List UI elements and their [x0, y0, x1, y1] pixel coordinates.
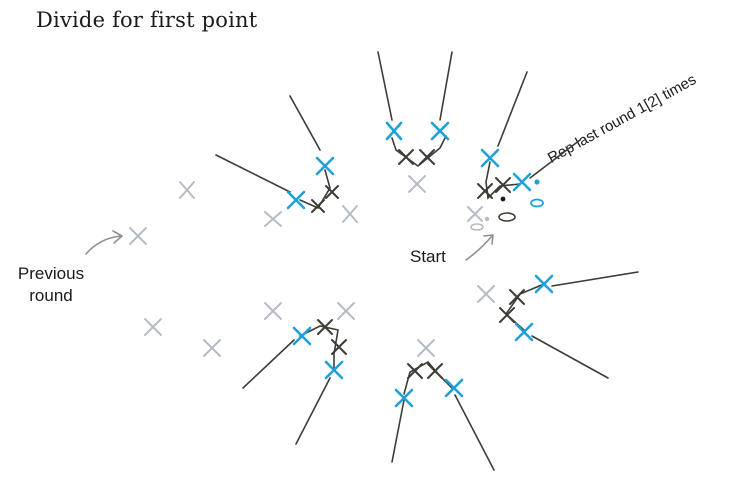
- gray-stitch: [467, 206, 483, 222]
- chain-strand: [289, 95, 321, 151]
- connector-chain: [403, 360, 453, 395]
- blue-stitch: [512, 172, 532, 192]
- blue-stitch: [315, 156, 335, 176]
- gray-stitch: [144, 318, 162, 336]
- dark-stitches: [311, 149, 525, 379]
- blue-stitch: [286, 190, 306, 210]
- dark-stitch: [495, 177, 511, 193]
- gray-stitch: [203, 339, 221, 357]
- blue-stitch: [324, 360, 344, 380]
- gray-stitch: [417, 339, 435, 357]
- dark-stitch: [398, 149, 414, 165]
- gray-stitch: [129, 227, 147, 245]
- previous-round-arrowhead: [112, 230, 123, 244]
- dark-stitch: [311, 199, 325, 213]
- blue-stitch: [514, 322, 534, 342]
- dark-stitch: [331, 339, 347, 355]
- gray-stitch: [264, 211, 282, 227]
- connector-chains: [299, 135, 545, 395]
- dark-stitch: [325, 185, 339, 199]
- gray-stitch: [337, 302, 355, 320]
- chain-strand: [295, 377, 331, 445]
- diagram-title: Divide for first point: [36, 8, 258, 32]
- chain-strand: [439, 51, 453, 121]
- connector-chain: [391, 135, 447, 168]
- blue-stitch: [292, 326, 312, 346]
- blue-stitch: [534, 274, 554, 294]
- chain-oval: [498, 212, 516, 222]
- chain-strand: [551, 271, 639, 287]
- slip-stitch-dot: [500, 196, 506, 202]
- chain-strand: [497, 71, 528, 147]
- dark-stitch: [509, 289, 525, 305]
- chain-strand: [454, 394, 495, 471]
- blue-stitch: [444, 378, 464, 398]
- gray-stitch: [342, 205, 358, 223]
- gray-chain-oval: [470, 223, 484, 231]
- start-arrow: [465, 235, 493, 261]
- connector-chain: [299, 169, 331, 210]
- blue-stitch: [430, 121, 450, 141]
- connector-chain: [299, 325, 339, 369]
- gray-stitch: [179, 181, 195, 199]
- previous-round-arrow: [85, 235, 122, 255]
- connector-chain: [485, 161, 521, 200]
- blue-stitch: [394, 388, 414, 408]
- start-label: Start: [410, 247, 446, 266]
- gray-stitch: [408, 175, 426, 193]
- dark-stitch: [317, 319, 333, 335]
- blue-stitches: [286, 121, 554, 408]
- start-arrowhead: [483, 234, 494, 245]
- blue-stitch: [385, 121, 403, 141]
- chain-strand: [377, 51, 393, 121]
- blue-chain-oval: [530, 198, 544, 208]
- previous-round-label: Previous round: [8, 263, 94, 307]
- chain-strand: [215, 154, 291, 193]
- gray-stitch: [477, 285, 495, 303]
- dark-stitch: [419, 149, 435, 165]
- gray-slip-stitch-dot: [484, 216, 490, 222]
- gray-stitch: [264, 302, 282, 320]
- previous-round-stitches: [129, 175, 495, 357]
- chain-strand: [529, 139, 581, 179]
- chain-strand: [531, 335, 609, 379]
- start-markers: [470, 179, 544, 231]
- chain-strands: [215, 51, 639, 471]
- previous-round-line2: round: [29, 286, 73, 305]
- blue-slip-stitch-dot: [534, 179, 540, 185]
- blue-stitch: [480, 148, 500, 168]
- chain-strand: [242, 339, 295, 389]
- dark-stitch: [477, 183, 493, 199]
- dark-stitch: [499, 307, 515, 323]
- chain-strand: [391, 399, 405, 463]
- dark-stitch: [427, 363, 443, 379]
- dark-stitch: [407, 363, 423, 379]
- previous-round-line1: Previous: [17, 264, 85, 283]
